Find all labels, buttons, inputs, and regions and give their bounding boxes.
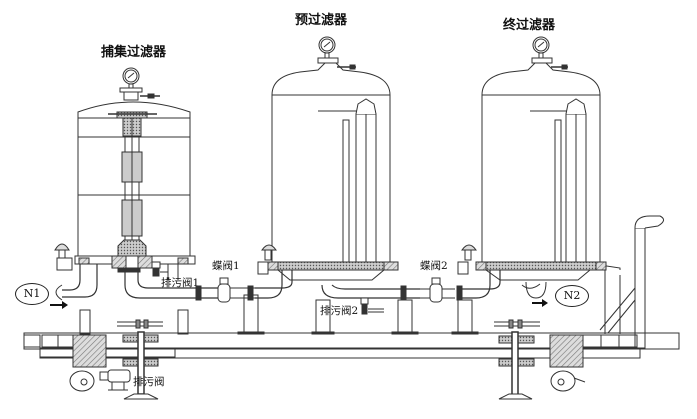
flow-arrow-outlet [532, 299, 548, 307]
push-handle [599, 215, 664, 349]
butterfly-valve-1-label: 蝶阀1 [212, 260, 240, 272]
support-legs [79, 294, 479, 335]
final-filter-pipes [457, 244, 501, 299]
caster-wheel-right [550, 370, 576, 392]
drain-valve-main [107, 369, 131, 383]
outlet-pipe-capture [117, 261, 218, 299]
caster-block-right [549, 334, 584, 368]
pre-filter-pipes [255, 244, 420, 315]
pressure-gauge-final [531, 36, 568, 70]
pressure-gauge-capture [119, 67, 160, 101]
butterfly-valve-2 [400, 277, 463, 303]
final-filter-vessel [475, 62, 607, 299]
caster-block-left [72, 334, 107, 368]
leveling-jack-left [117, 319, 163, 400]
drain-valve-2-label: 排污阀2 [320, 305, 359, 317]
butterfly-valve-2-label: 蝶阀2 [420, 260, 448, 272]
capture-filter-vessel [74, 101, 196, 271]
base-frame [23, 332, 680, 392]
pre-filter-vessel [263, 62, 399, 281]
outlet-port-n2: N2 [555, 285, 589, 307]
butterfly-valve-1 [195, 277, 260, 303]
final-filter-title: 终过滤器 [503, 18, 556, 33]
pressure-gauge-pre [317, 36, 356, 70]
inlet-port-n1: N1 [15, 283, 49, 305]
flow-arrow-inlet [50, 301, 68, 309]
leveling-jack-right [494, 319, 540, 400]
drain-valve-main-label: 排污阀 [133, 376, 165, 388]
pre-filter-title: 预过滤器 [295, 13, 348, 28]
capture-filter-title: 捕集过滤器 [101, 45, 167, 60]
inlet-pipe [55, 264, 98, 301]
safety-valve-left [54, 243, 73, 271]
drain-valve-1-label: 排污阀1 [161, 277, 200, 289]
caster-wheel-left [69, 370, 95, 392]
